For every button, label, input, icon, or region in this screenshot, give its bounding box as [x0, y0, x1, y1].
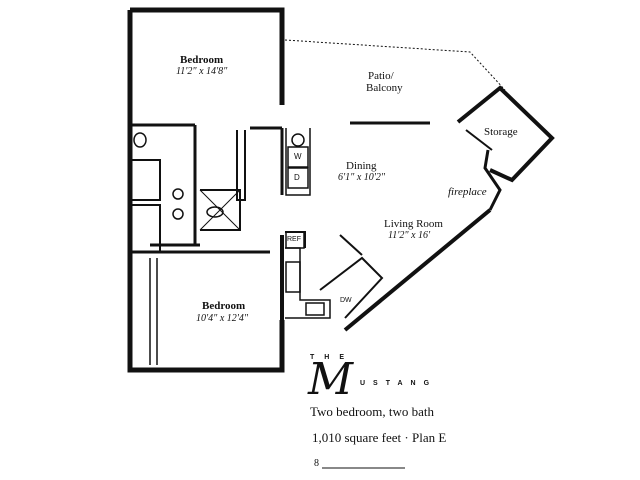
dining-name: Dining — [346, 160, 377, 172]
toilet — [172, 208, 184, 220]
outer-wall — [343, 208, 492, 332]
bedroom2-name: Bedroom — [202, 300, 246, 312]
patio-name-line2: Balcony — [366, 82, 403, 94]
kitchen-island — [319, 256, 384, 319]
dishwasher-label: DW — [340, 297, 352, 304]
outer-wall — [483, 149, 502, 211]
fireplace-label: fireplace — [448, 186, 487, 198]
toilet — [172, 188, 184, 200]
patio-edge — [284, 39, 506, 91]
brand-the: THE — [310, 354, 354, 361]
washer-label: W — [294, 152, 302, 161]
patio-name-line1: Patio/ — [368, 70, 394, 82]
interior-wall — [200, 189, 241, 231]
kitchen-peninsula — [339, 234, 363, 256]
sink — [206, 206, 224, 218]
sink — [133, 132, 147, 148]
living-room-dims: 11'2" x 16' — [388, 230, 431, 241]
storage-door — [465, 129, 493, 151]
shower-cross — [199, 189, 241, 231]
living-room-name: Living Room — [384, 218, 443, 230]
kitchen-sink — [305, 302, 325, 316]
dining-dims: 6'1" x 10'2" — [338, 172, 386, 183]
dryer-label: D — [294, 173, 300, 182]
signature-mark: 8 — [314, 458, 319, 469]
outer-wall — [127, 10, 285, 373]
storage-wall — [456, 85, 555, 183]
stove — [285, 261, 301, 293]
storage-name: Storage — [484, 126, 518, 138]
area-plan-text: 1,010 square feet · Plan E — [312, 430, 447, 445]
bedroom1-name: Bedroom — [180, 54, 224, 66]
bedroom1-dims: 11'2" x 14'8" — [176, 66, 228, 77]
brand-initial: M — [308, 354, 354, 405]
brand-rest: USTANG — [360, 380, 438, 387]
bed-bath-text: Two bedroom, two bath — [310, 404, 435, 419]
refrigerator-label: REF — [287, 236, 301, 243]
interior-wall — [130, 159, 161, 201]
bedroom2-dims: 10'4" x 12'4" — [196, 313, 249, 324]
outer-wall — [130, 7, 285, 105]
washer — [287, 146, 309, 168]
washer-drum — [291, 133, 305, 147]
closet-door — [149, 258, 158, 365]
refrigerator — [285, 231, 305, 249]
dryer — [287, 167, 309, 189]
interior-wall — [285, 128, 311, 196]
